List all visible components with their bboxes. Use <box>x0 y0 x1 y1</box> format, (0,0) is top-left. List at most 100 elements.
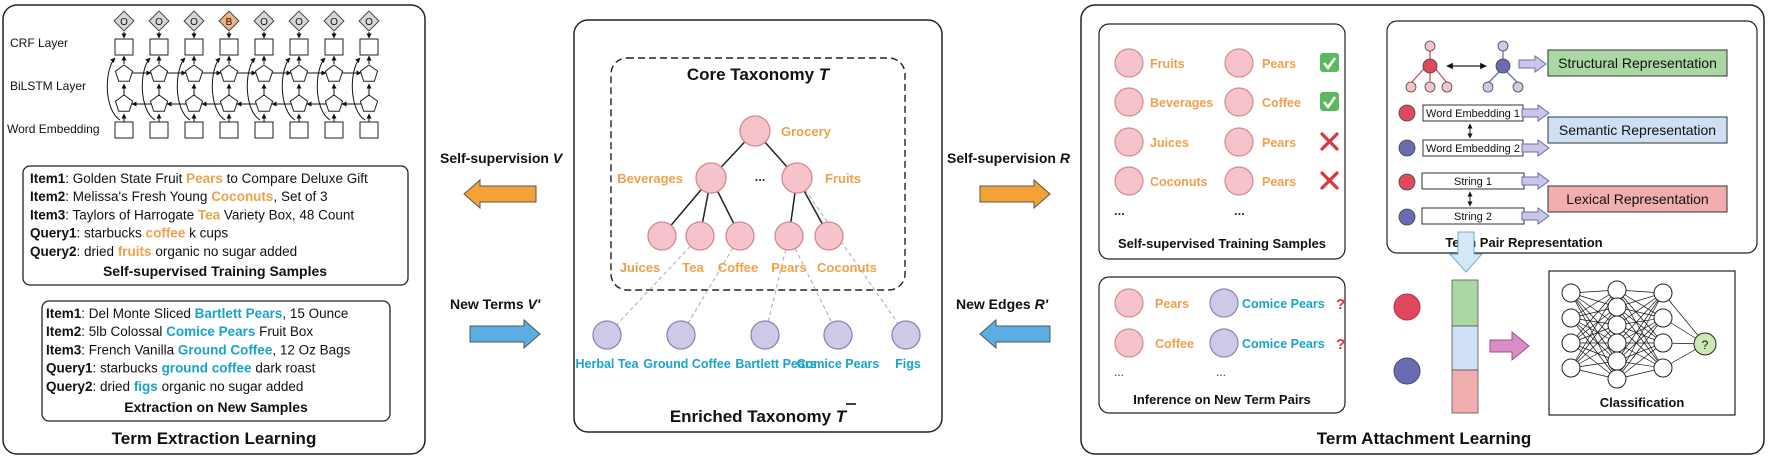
word-embedding-cell <box>359 121 379 139</box>
nn-connection <box>1616 324 1664 369</box>
inference-child-node <box>1209 288 1239 318</box>
bilstm-layer-label: BiLSTM Layer <box>10 79 86 93</box>
sample-line: Query2: dried figs organic no sugar adde… <box>46 379 303 394</box>
lexical-representation-box-label: Lexical Representation <box>1566 191 1708 207</box>
crf-tag-diamond <box>148 10 170 32</box>
sample-line: Item3: Taylors of Harrogate Tea Variety … <box>30 207 354 222</box>
new-term-node <box>666 320 696 350</box>
sample-key: Item3 <box>30 207 66 222</box>
taxonomy-leaf-node <box>685 221 715 251</box>
crf-cell <box>359 38 379 56</box>
taxonomy-label: Beverages <box>617 171 683 186</box>
word-embedding-cell <box>184 121 204 139</box>
structure-node <box>1424 40 1436 52</box>
crf-tag-diamond <box>218 10 240 32</box>
crf-cell <box>254 38 274 56</box>
taxonomy-node-fruits <box>781 162 813 194</box>
bilstm-skip-link <box>106 57 121 121</box>
sample-key: Query1 <box>46 361 93 376</box>
new-taxonomy-edge <box>764 235 790 336</box>
nn-connection <box>1570 292 1618 362</box>
check-icon <box>1320 53 1339 72</box>
sample-text-after: Fruit Box <box>255 324 313 339</box>
training-samples-box <box>22 165 409 286</box>
new-term-node <box>823 320 853 350</box>
forward-lstm-cell <box>114 64 134 82</box>
pairs-ellipsis: ... <box>1234 203 1245 218</box>
pair-parent-label: Fruits <box>1150 57 1185 71</box>
structural-vector-segment <box>1451 279 1479 327</box>
crf-tag-diamond <box>183 10 205 32</box>
crf-tag-label: O <box>190 17 198 28</box>
crf-tag-label: B <box>226 17 233 28</box>
nn-connection <box>1570 306 1618 344</box>
inference-caption: Inference on New Term Pairs <box>1133 392 1311 407</box>
sample-key: Item1 <box>30 171 66 186</box>
lexical-representation-box <box>1547 185 1728 213</box>
crf-tag-diamond <box>113 10 135 32</box>
pairs-caption: Self-supervised Training Samples <box>1118 236 1326 251</box>
semantic-representation-box <box>1547 116 1728 144</box>
inference-parent-label: Coffee <box>1155 337 1194 351</box>
structural-representation-box-label: Structural Representation <box>1558 55 1717 71</box>
cross-icon <box>1320 132 1339 151</box>
pair-child-node <box>1224 87 1254 117</box>
term-node-red <box>1398 173 1416 191</box>
inference-child-label: Comice Pears <box>1242 337 1325 351</box>
crf-tag-label: O <box>155 17 163 28</box>
word-embedding-cell <box>114 121 134 139</box>
check-mark <box>1322 96 1337 110</box>
to-lexical-arrow-1 <box>1521 172 1550 190</box>
sample-text-before: : 5lb Colossal <box>81 324 166 339</box>
classification-section: ?Classification <box>1393 231 1736 416</box>
sample-line: Item2: Melissa's Fresh Young Coconuts, S… <box>30 189 327 204</box>
taxonomy-label: Coffee <box>718 260 758 275</box>
crf-tag-diamond <box>358 10 380 32</box>
new-terms-arrow <box>469 318 541 350</box>
backward-lstm-cell <box>219 94 239 112</box>
pair-child-label: Coffee <box>1262 96 1301 110</box>
taxonomy-label: Herbal Tea <box>576 357 640 371</box>
new-term-node <box>750 320 780 350</box>
representation-caption: Term Pair Representation <box>1445 235 1602 250</box>
sample-text-before: : Taylors of Harrogate <box>65 207 198 222</box>
string-2-box-label: String 2 <box>1454 211 1492 223</box>
sample-key: Query2 <box>46 379 93 394</box>
pair-parent-label: Juices <box>1150 136 1189 150</box>
bilstm-skip-link <box>211 57 226 121</box>
pair-parent-label: Coconuts <box>1150 175 1208 189</box>
nn-connection <box>1570 342 1618 380</box>
taxonomy-label: Figs <box>895 357 921 371</box>
hidden-neuron <box>1653 308 1673 328</box>
inference-parent-node <box>1114 328 1144 358</box>
word-embedding-cell <box>254 121 274 139</box>
hidden-neuron <box>1561 358 1581 378</box>
pair-parent-node <box>1114 166 1144 196</box>
new-samples-caption: Extraction on New Samples <box>124 399 308 415</box>
crf-tag-diamond <box>323 10 345 32</box>
sample-term: coffee <box>146 226 186 241</box>
hidden-neuron <box>1561 283 1581 303</box>
taxonomy-label: Coconuts <box>817 260 877 275</box>
forward-lstm-cell <box>289 64 309 82</box>
taxonomy-leaf-node <box>647 221 677 251</box>
to-semantic-arrow-1 <box>1521 104 1550 122</box>
crf-tag-diamond <box>288 10 310 32</box>
crf-layer-label: CRF Layer <box>10 36 68 50</box>
structure-node <box>1424 81 1436 93</box>
classification-caption: Classification <box>1600 395 1685 410</box>
sample-text-after: , 15 Ounce <box>282 306 348 321</box>
backward-lstm-cell <box>149 94 169 112</box>
new-edges-label: New Edges R' <box>956 296 1049 312</box>
input-term-navy <box>1393 357 1421 385</box>
hidden-neuron <box>1607 280 1627 300</box>
left-arrows: Self-supervision V New Terms V' <box>440 150 564 350</box>
forward-lstm-cell <box>219 64 239 82</box>
crf-cell <box>324 38 344 56</box>
inference-ellipsis: ... <box>1216 365 1226 379</box>
new-term-node <box>891 320 921 350</box>
word-embedding-cell <box>219 121 239 139</box>
bilstm-skip-link <box>141 57 156 121</box>
